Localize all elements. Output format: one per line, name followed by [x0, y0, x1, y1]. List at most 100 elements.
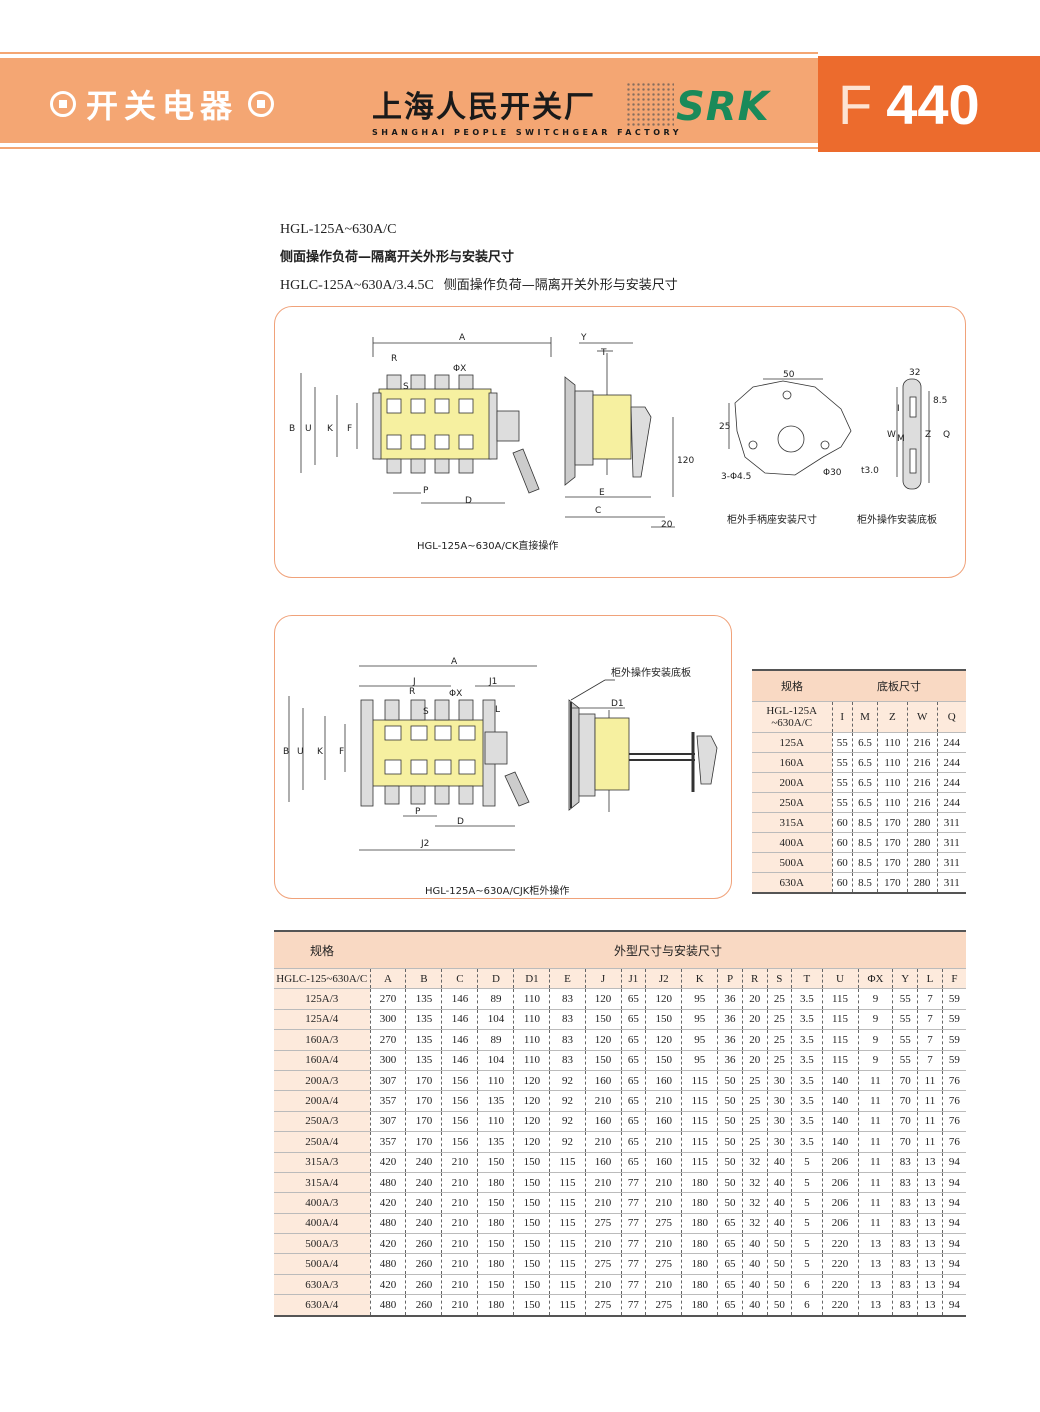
table-cell: 220 — [821, 1274, 859, 1296]
table-cell: 160 — [584, 1111, 622, 1133]
subtitle-text: 侧面操作负荷—隔离开关外形与安装尺寸 — [443, 278, 678, 293]
column-header: ΦX — [857, 968, 893, 990]
table-cell: 180 — [681, 1172, 718, 1194]
table-cell: 210 — [441, 1172, 478, 1194]
row-label: 250A/4 — [274, 1131, 370, 1153]
row-label: 400A — [752, 832, 832, 853]
svg-text:B: B — [283, 747, 289, 757]
svg-text:ΦX: ΦX — [453, 364, 466, 374]
table-cell: 260 — [405, 1274, 442, 1296]
table-cell: 11 — [917, 1090, 943, 1112]
table-cell: 135 — [405, 1050, 442, 1071]
table-cell: 25 — [766, 988, 792, 1010]
table-cell: 6.5 — [851, 792, 878, 813]
table-cell: 94 — [941, 1233, 966, 1255]
table-cell: 275 — [645, 1294, 682, 1317]
table-cell: 240 — [405, 1213, 442, 1235]
table-cell: 83 — [549, 1009, 586, 1031]
table-cell: 180 — [477, 1213, 514, 1235]
table-cell: 95 — [681, 988, 718, 1010]
table-cell: 146 — [441, 1050, 478, 1071]
row-label: 315A/3 — [274, 1152, 370, 1173]
table-cell: 244 — [936, 772, 966, 793]
table-cell: 216 — [906, 772, 938, 793]
table-cell: 83 — [892, 1152, 918, 1173]
table-cell: 8.5 — [851, 872, 878, 894]
table-cell: 5 — [791, 1213, 823, 1235]
column-header: P — [717, 968, 743, 990]
table-cell: 30 — [766, 1070, 792, 1092]
table-cell: 3.5 — [791, 1111, 823, 1133]
svg-text:25: 25 — [719, 422, 730, 432]
table-cell: 150 — [513, 1274, 550, 1296]
column-header: K — [681, 968, 718, 990]
table-cell: 115 — [681, 1111, 718, 1133]
table-cell: 180 — [477, 1253, 514, 1275]
table-cell: 311 — [936, 872, 966, 894]
table-cell: 13 — [917, 1192, 943, 1214]
table-cell: 146 — [441, 988, 478, 1010]
table-cell: 6 — [791, 1294, 823, 1317]
table-cell: 55 — [892, 1050, 918, 1071]
svg-text:B: B — [289, 424, 295, 434]
table-cell: 40 — [741, 1274, 768, 1296]
table-cell: 94 — [941, 1172, 966, 1194]
table-cell: 76 — [941, 1111, 966, 1133]
table-cell: 5 — [791, 1253, 823, 1275]
svg-text:J1: J1 — [488, 677, 497, 687]
row-label: 160A/4 — [274, 1050, 370, 1071]
table-cell: 260 — [405, 1253, 442, 1275]
table-cell: 275 — [645, 1213, 682, 1235]
table-cell: 32 — [741, 1152, 768, 1173]
table-cell: 20 — [741, 1050, 768, 1071]
table-cell: 13 — [857, 1274, 893, 1296]
table-cell: 260 — [405, 1294, 442, 1317]
table-cell: 156 — [441, 1070, 478, 1092]
table-cell: 240 — [405, 1152, 442, 1173]
table-cell: 3.5 — [791, 1009, 823, 1031]
table-cell: 206 — [821, 1213, 859, 1235]
table-cell: 20 — [741, 1029, 768, 1051]
table-cell: 94 — [941, 1274, 966, 1296]
table-cell: 50 — [717, 1152, 743, 1173]
table-cell: 89 — [477, 1029, 514, 1051]
svg-text:P: P — [423, 486, 429, 496]
table-cell: 280 — [906, 872, 938, 894]
table-cell: 13 — [917, 1152, 943, 1173]
table-cell: 13 — [857, 1233, 893, 1255]
table-cell: 13 — [917, 1253, 943, 1275]
table-cell: 210 — [645, 1192, 682, 1214]
table-cell: 210 — [441, 1253, 478, 1275]
table-cell: 65 — [620, 1009, 646, 1031]
table-cell: 180 — [681, 1213, 718, 1235]
table-cell: 150 — [513, 1192, 550, 1214]
table-cell: 50 — [717, 1131, 743, 1153]
row-label: 400A/3 — [274, 1192, 370, 1214]
table-cell: 55 — [892, 1009, 918, 1031]
table-cell: 83 — [892, 1233, 918, 1255]
table-cell: 25 — [741, 1111, 768, 1133]
table-cell: 3.5 — [791, 1131, 823, 1153]
table-cell: 77 — [620, 1294, 646, 1317]
table-cell: 8.5 — [851, 852, 878, 873]
column-header: B — [405, 968, 442, 990]
table-cell: 170 — [405, 1131, 442, 1153]
table-cell: 420 — [369, 1274, 406, 1296]
table-cell: 7 — [917, 988, 943, 1010]
column-header: S — [766, 968, 792, 990]
column-header: A — [369, 968, 406, 990]
table-cell: 244 — [936, 792, 966, 813]
table-cell: 170 — [405, 1111, 442, 1133]
svg-text:ΦX: ΦX — [449, 689, 462, 699]
table-cell: 180 — [681, 1294, 718, 1317]
table-cell: 150 — [477, 1152, 514, 1173]
svg-text:50: 50 — [783, 370, 795, 380]
table-cell: 120 — [584, 988, 622, 1010]
column-header: I — [831, 701, 853, 733]
